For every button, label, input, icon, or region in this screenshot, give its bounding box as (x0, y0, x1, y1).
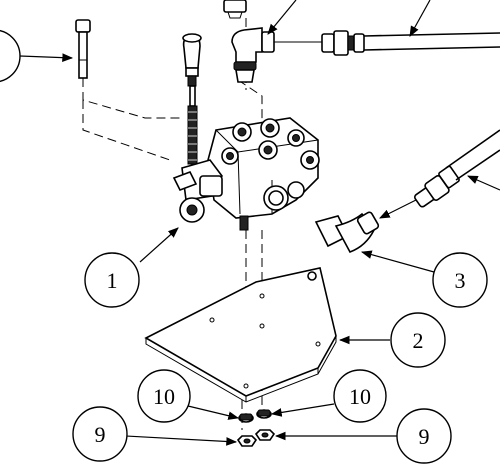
elbow-fitting-3 (314, 197, 421, 253)
callout-9-left-label: 9 (95, 422, 106, 447)
hose-fitting-right (413, 165, 460, 208)
callout-10-right-label: 10 (349, 384, 371, 409)
handle-linkage (172, 159, 223, 223)
top-nut (223, 0, 247, 19)
callout-1-label: 1 (107, 268, 118, 293)
callout-9-right: 9 (274, 408, 452, 464)
hose-fitting-top (321, 30, 365, 56)
callout-3-label: 3 (455, 268, 466, 293)
callout-2-label: 2 (413, 328, 424, 353)
callout-9-right-label: 9 (419, 424, 430, 449)
elbow-fitting-top (231, 0, 322, 83)
hydraulic-hose-top (363, 0, 500, 51)
callout-top-left-partial (0, 29, 74, 83)
hex-nut-left (236, 435, 258, 447)
callout-1: 1 (84, 227, 179, 308)
callout-3: 3 (360, 250, 488, 308)
bolt (75, 19, 91, 79)
valve-body (207, 117, 320, 231)
callout-10-right: 10 (270, 369, 387, 423)
control-handle (182, 33, 202, 165)
hydraulic-hose-right (445, 129, 500, 191)
mounting-plate (144, 267, 337, 403)
lock-washer-left (238, 413, 254, 423)
lock-washer-right (256, 409, 272, 419)
callout-10-left-label: 10 (153, 384, 175, 409)
callout-10-left: 10 (137, 369, 240, 423)
callout-9-left: 9 (72, 406, 238, 462)
hex-nut-right (254, 429, 276, 441)
callout-2: 2 (338, 312, 446, 368)
